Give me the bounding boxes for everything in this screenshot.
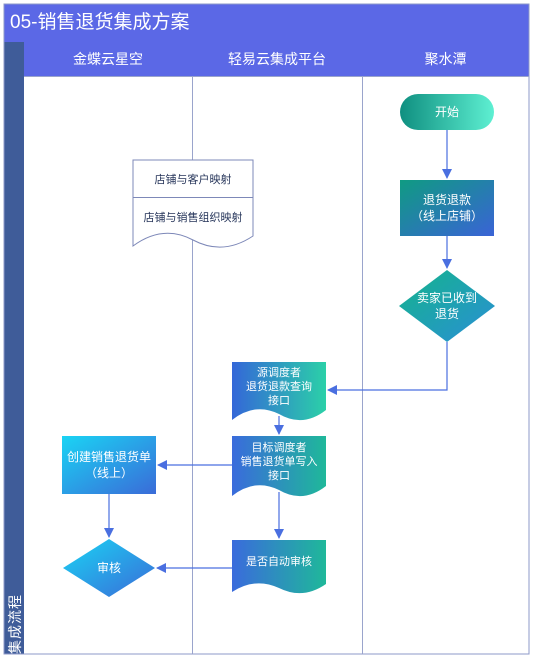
start-label: 开始 xyxy=(434,105,459,119)
create-return-label: 创建销售退货单 （线上） xyxy=(66,450,151,480)
lane-header-qingyiyun: 轻易云集成平台 xyxy=(192,42,362,76)
arrow-received-to-source xyxy=(327,342,448,395)
refund-label: 退货退款 （线上店铺） xyxy=(410,193,483,223)
audit-decision xyxy=(63,539,155,597)
target-scheduler-node xyxy=(232,436,326,497)
auto-audit-label: 是否自动审核 xyxy=(246,556,312,568)
create-return-node xyxy=(62,436,156,494)
audit-label: 审核 xyxy=(96,561,121,575)
lane-header-jushuitan: 聚水潭 xyxy=(362,42,529,76)
source-scheduler-label: 源调度者 退货退款查询 接口 xyxy=(246,367,312,407)
mapping-row-2: 店铺与销售组织映射 xyxy=(143,212,243,224)
received-decision xyxy=(399,270,495,342)
refund-node xyxy=(400,180,494,236)
mapping-row-1: 店铺与客户映射 xyxy=(154,173,232,186)
lane-header-kingdee: 金蝶云星空 xyxy=(24,42,192,76)
process-sidebar xyxy=(4,42,24,654)
target-scheduler-label: 目标调度者 销售退货单写入 接口 xyxy=(240,442,318,482)
auto-audit-node xyxy=(232,540,326,594)
start-node xyxy=(400,94,494,130)
source-scheduler-node xyxy=(232,362,326,421)
received-label: 卖家已收到 退货 xyxy=(416,291,477,321)
outer-border xyxy=(3,3,530,655)
mapping-document xyxy=(132,159,254,248)
diagram-title: 05-销售退货集成方案 xyxy=(4,4,529,42)
